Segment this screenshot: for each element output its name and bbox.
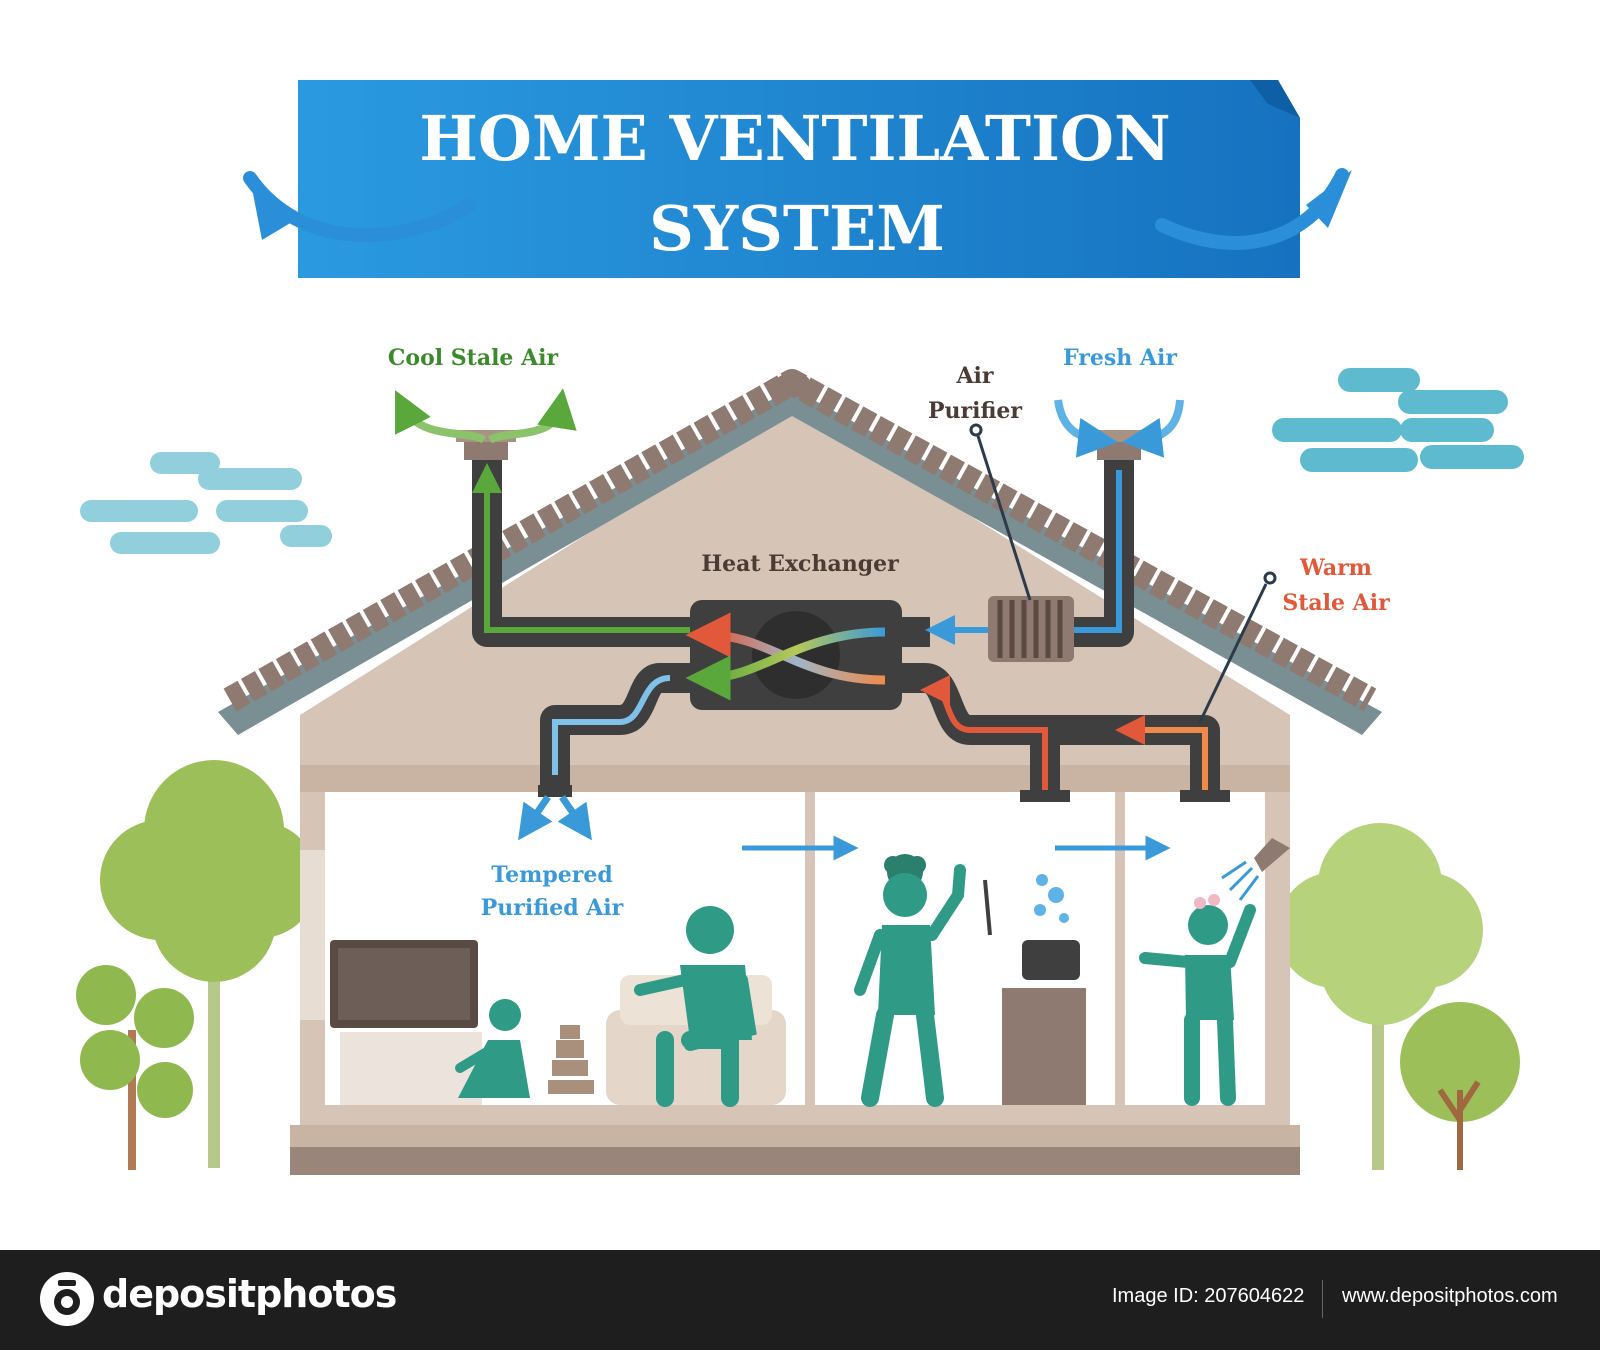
label-cool-stale-air: Cool Stale Air: [388, 345, 559, 371]
steam-icon: [1034, 874, 1069, 923]
supply-diffuser: [538, 785, 572, 797]
cloud-icon: [1272, 368, 1524, 472]
tree-icon: [1400, 1002, 1520, 1170]
footer-divider: [1322, 1280, 1323, 1318]
diagram-canvas: HOME VENTILATION SYSTEM: [76, 80, 1524, 1175]
label-fresh-air: Fresh Air: [1063, 345, 1177, 371]
warm-stale-air-bath: [1115, 715, 1208, 790]
exhaust-grille: [1180, 790, 1230, 802]
label-air-purifier-line2: Purifier: [928, 398, 1022, 424]
tempered-air-out-right: [557, 795, 592, 841]
label-warm-stale-air-line1: Warm: [1299, 555, 1372, 581]
label-tempered-line2: Purified Air: [481, 895, 624, 921]
title-line-2: SYSTEM: [649, 192, 945, 265]
banner-arrow-right-icon: [1306, 170, 1352, 228]
website-link[interactable]: www.depositphotos.com: [1342, 1285, 1558, 1307]
shower-icon: [1221, 838, 1290, 901]
heat-exchanger: [685, 600, 902, 710]
air-purifier: [988, 596, 1074, 662]
tv-icon: [330, 940, 482, 1105]
child-figure: [455, 999, 530, 1098]
title-line-1: HOME VENTILATION: [419, 102, 1170, 175]
tempered-air-flow: [552, 675, 671, 775]
toy-blocks: [548, 1025, 594, 1094]
depositphotos-logo-icon: [40, 1272, 94, 1326]
fresh-air-in-left: [1054, 399, 1118, 458]
label-warm-stale-air-line2: Stale Air: [1282, 590, 1390, 616]
cool-stale-air-out-left: [395, 390, 487, 444]
showering-figure: [1139, 894, 1256, 1106]
exhaust-grille: [1020, 790, 1070, 802]
brand-name: depositphotos: [102, 1272, 397, 1316]
label-pointers: [969, 423, 1277, 723]
cool-stale-air-flow: [472, 463, 690, 633]
title-banner: HOME VENTILATION SYSTEM: [243, 80, 1352, 278]
tempered-air-out-left: [518, 795, 553, 841]
stove: [1002, 874, 1086, 1105]
adult-sitting-figure: [634, 906, 757, 1107]
cloud-icon: [80, 452, 332, 554]
label-heat-exchanger: Heat Exchanger: [701, 551, 899, 577]
cook-figure: [854, 854, 992, 1107]
image-id: Image ID: 207604622: [1112, 1285, 1305, 1307]
label-air-purifier-line1: Air: [955, 363, 993, 389]
cool-stale-air-out-right: [487, 388, 577, 444]
tree-icon: [100, 760, 318, 1168]
label-tempered-line1: Tempered: [491, 862, 612, 888]
tree-icon: [1277, 823, 1483, 1170]
tree-icon: [76, 965, 194, 1170]
warm-stale-air-kitchen: [920, 675, 1048, 790]
stock-footer: depositphotos Image ID: 207604622 www.de…: [0, 1250, 1600, 1350]
banner-arrow-left-icon: [250, 178, 292, 240]
fresh-air-in-right: [1122, 399, 1184, 458]
